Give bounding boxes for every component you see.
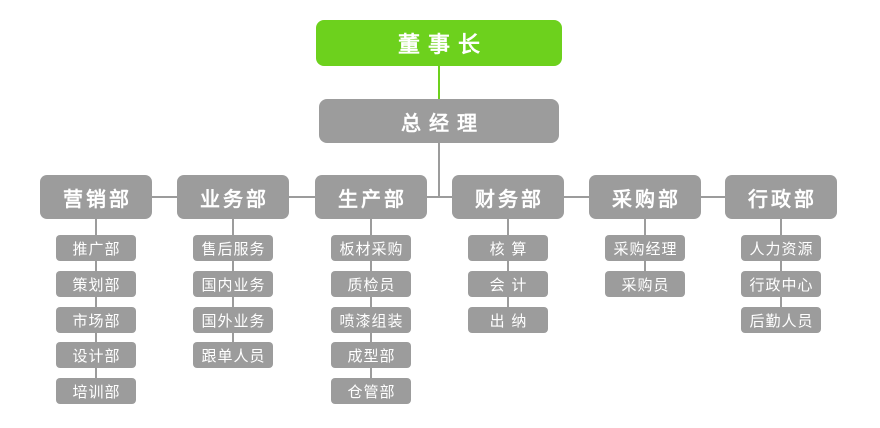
- chairman-box: 董事长: [316, 20, 562, 66]
- dept-box: 业务部: [177, 175, 289, 219]
- sub-dept-box: 喷漆组装: [331, 307, 411, 333]
- general-manager-box: 总经理: [319, 99, 559, 143]
- sub-dept-box: 会 计: [468, 271, 548, 297]
- dept-box: 采购部: [589, 175, 701, 219]
- sub-dept-box: 行政中心: [741, 271, 821, 297]
- dept-box: 生产部: [315, 175, 427, 219]
- sub-dept-box: 策划部: [56, 271, 136, 297]
- sub-dept-box: 成型部: [331, 342, 411, 368]
- dept-box: 营销部: [40, 175, 152, 219]
- sub-dept-box: 推广部: [56, 235, 136, 261]
- sub-dept-box: 国外业务: [193, 307, 273, 333]
- sub-dept-box: 采购经理: [605, 235, 685, 261]
- sub-dept-box: 人力资源: [741, 235, 821, 261]
- sub-dept-box: 出 纳: [468, 307, 548, 333]
- sub-dept-box: 国内业务: [193, 271, 273, 297]
- sub-dept-box: 质检员: [331, 271, 411, 297]
- sub-dept-box: 仓管部: [331, 378, 411, 404]
- sub-dept-box: 售后服务: [193, 235, 273, 261]
- sub-dept-box: 核 算: [468, 235, 548, 261]
- sub-dept-box: 板材采购: [331, 235, 411, 261]
- dept-box: 财务部: [452, 175, 564, 219]
- sub-dept-box: 后勤人员: [741, 307, 821, 333]
- sub-dept-box: 跟单人员: [193, 342, 273, 368]
- sub-dept-box: 设计部: [56, 342, 136, 368]
- sub-dept-box: 市场部: [56, 307, 136, 333]
- dept-box: 行政部: [725, 175, 837, 219]
- sub-dept-box: 培训部: [56, 378, 136, 404]
- sub-dept-box: 采购员: [605, 271, 685, 297]
